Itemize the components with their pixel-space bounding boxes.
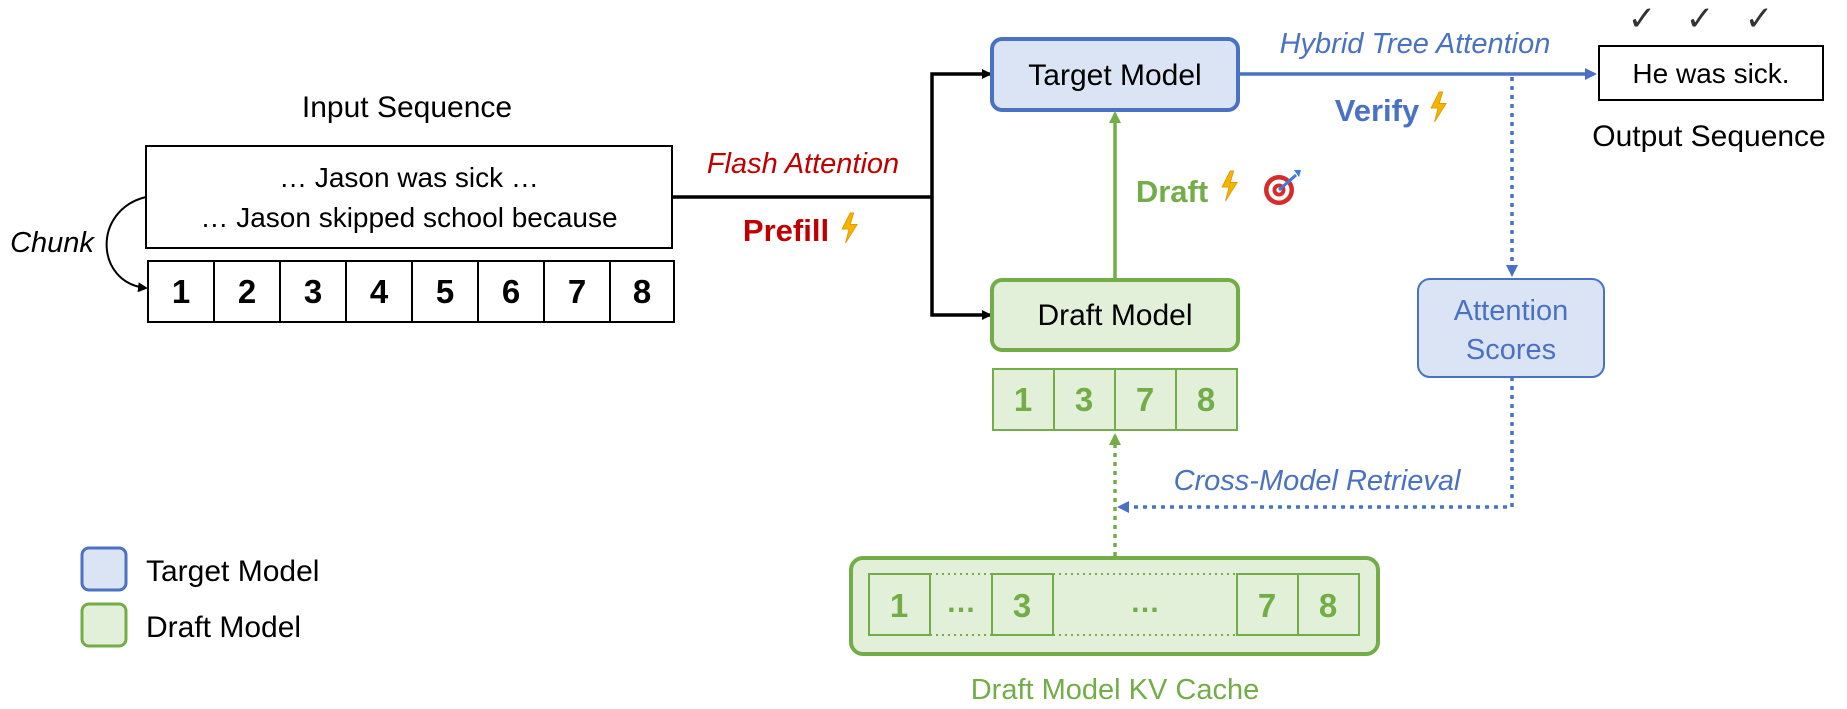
output-box	[1598, 45, 1824, 101]
input-token	[477, 260, 545, 323]
draft-token	[1114, 368, 1177, 431]
target-model-label: Target Model	[1028, 59, 1201, 92]
input-line-2: … Jason skipped school because	[200, 202, 617, 233]
lightning-icon	[841, 212, 858, 244]
input-token-label: 6	[502, 273, 520, 310]
draft-token-label: 3	[1075, 381, 1093, 418]
kv-cell-label: 3	[1013, 587, 1031, 624]
input-token	[411, 260, 479, 323]
output-title: Output Sequence	[1592, 120, 1826, 153]
prefill-label: Prefill	[743, 213, 829, 248]
input-token	[147, 260, 215, 323]
input-line-1: … Jason was sick …	[279, 162, 539, 193]
legend-label-target: Target Model	[146, 555, 319, 588]
input-token	[543, 260, 611, 323]
legend-label-draft: Draft Model	[146, 611, 301, 644]
draft-token-row: 1 3 7 8	[992, 368, 1238, 431]
target-icon	[1264, 170, 1301, 205]
check-icon: ✓	[1628, 0, 1657, 39]
input-token-label: 7	[568, 273, 586, 310]
legend-swatch-target	[80, 546, 128, 592]
input-token	[213, 260, 281, 323]
chunk-label: Chunk	[10, 227, 95, 259]
check-icon: ✓	[1686, 0, 1715, 39]
flash-attention-label: Flash Attention	[707, 148, 899, 180]
check-icon: ✓	[1745, 0, 1774, 39]
input-token-label: 1	[172, 273, 190, 310]
legend-swatch-draft	[80, 602, 128, 648]
draft-model-label: Draft Model	[1037, 299, 1192, 332]
chunk-arrow	[105, 196, 148, 293]
draft-token-label: 1	[1014, 381, 1032, 418]
attention-scores-line-1: Attention	[1454, 295, 1568, 327]
kv-cell-label: 8	[1319, 587, 1337, 624]
input-token-label: 4	[370, 273, 389, 310]
input-token-label: 5	[436, 273, 454, 310]
input-token	[345, 260, 413, 323]
draft-token-label: 8	[1197, 381, 1215, 418]
input-token-label: 2	[238, 273, 256, 310]
input-text-box	[145, 145, 673, 249]
input-token	[609, 260, 675, 323]
kv-cell	[991, 573, 1054, 636]
kv-cell-ellipsis: …	[946, 586, 976, 619]
lightning-icon	[1221, 170, 1238, 202]
kv-cache-cells: 1 … 3 … 7 8	[868, 573, 1360, 636]
attention-scores-line-2: Scores	[1466, 334, 1556, 366]
lightning-icon	[1430, 91, 1447, 123]
input-title: Input Sequence	[302, 91, 512, 124]
input-token-row: 1 2 3 4 5 6 7 8	[147, 260, 675, 323]
kv-cell	[868, 573, 931, 636]
input-token-label: 8	[633, 273, 651, 310]
hybrid-tree-attention-label: Hybrid Tree Attention	[1280, 28, 1551, 60]
draft-token	[1053, 368, 1116, 431]
draft-token-label: 7	[1136, 381, 1154, 418]
verify-label: Verify	[1335, 93, 1420, 128]
kv-cell-ellipsis: …	[1130, 586, 1160, 619]
legend: Target Model Draft Model	[80, 546, 319, 648]
kv-cache-title: Draft Model KV Cache	[971, 674, 1260, 706]
draft-token	[1175, 368, 1238, 431]
kv-cell-label: 7	[1258, 587, 1276, 624]
retrieval-arrow	[1117, 377, 1514, 513]
prefill-to-target-arrow	[930, 69, 992, 197]
kv-cell	[1297, 573, 1360, 636]
prefill-to-draft-arrow	[930, 197, 992, 320]
kv-cell	[1236, 573, 1299, 636]
input-token-label: 3	[304, 273, 322, 310]
kv-cell-label: 1	[890, 587, 908, 624]
output-text: He was sick.	[1632, 58, 1789, 89]
draft-edge-label: Draft	[1136, 174, 1208, 209]
cross-model-retrieval-label: Cross-Model Retrieval	[1174, 465, 1462, 497]
